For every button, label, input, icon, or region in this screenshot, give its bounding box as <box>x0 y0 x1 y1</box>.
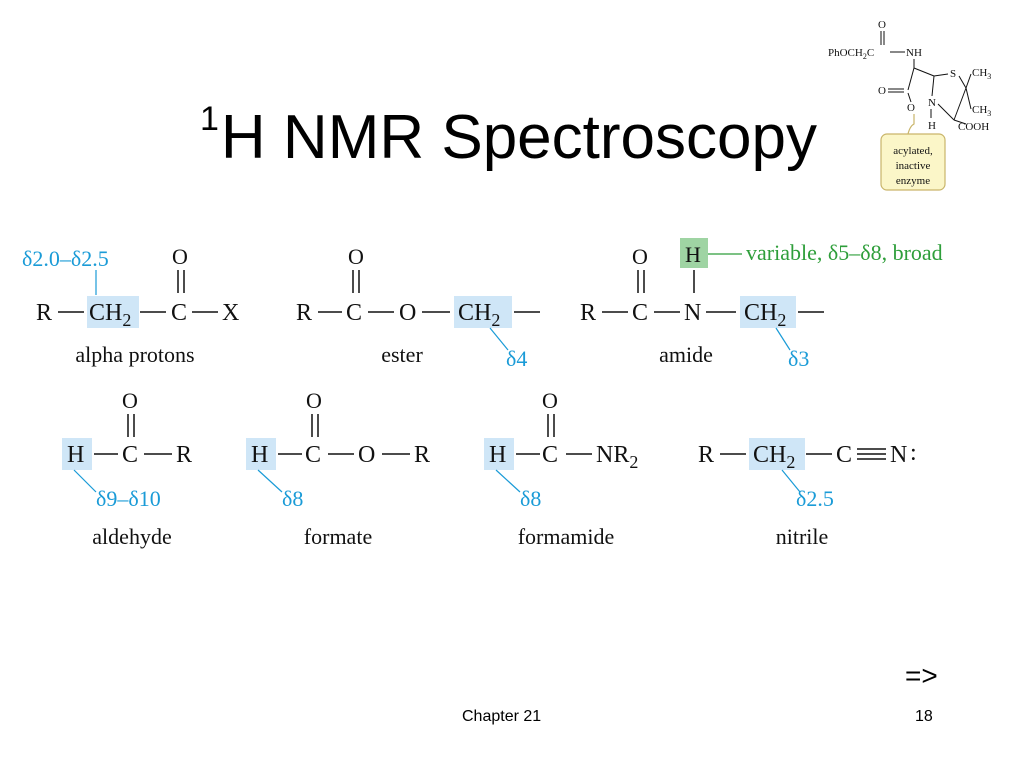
formate-o-top: O <box>306 388 322 413</box>
ester-label: ester <box>381 342 423 367</box>
inset-ch3-bottom: CH3 <box>972 104 991 118</box>
slide-title: 1H NMR Spectroscopy <box>200 100 817 173</box>
inset-nh: NH <box>906 47 922 59</box>
alpha-shift: δ2.0–δ2.5 <box>22 246 109 271</box>
nitrile-highlight <box>749 438 805 470</box>
formamide-nr2: NR2 <box>596 442 638 472</box>
footer-chapter: Chapter 21 <box>462 708 542 725</box>
aldehyde-o-top: O <box>122 388 138 413</box>
amide-ch2: CH2 <box>744 300 786 330</box>
callout-box <box>880 133 946 191</box>
nitrile-lone-pair: : <box>910 440 917 466</box>
ester-pointer <box>489 327 509 351</box>
inset-n: N <box>928 97 936 109</box>
amide-o-top: O <box>632 244 648 269</box>
alpha-ch2: CH2 <box>89 300 131 330</box>
ester-r: R <box>296 300 312 326</box>
inset-phoch2: PhOCH2C <box>828 47 874 61</box>
alpha-highlight <box>87 296 139 328</box>
footer-page-number: 18 <box>915 708 933 725</box>
amide-r: R <box>580 300 596 326</box>
formate-c: C <box>305 442 321 468</box>
formamide-o-top: O <box>542 388 558 413</box>
formamide-label: formamide <box>518 524 615 549</box>
ester-o: O <box>399 300 416 326</box>
formate-highlight <box>246 438 276 470</box>
ester-ch2: CH2 <box>458 300 500 330</box>
amide-note: variable, δ5–δ8, broad <box>746 240 943 265</box>
alpha-c: C <box>171 300 187 326</box>
formamide-pointer <box>495 469 521 493</box>
callout-line-1: acylated, <box>893 145 933 157</box>
inset-o-top: O <box>878 19 886 31</box>
callout-pointer <box>907 114 915 135</box>
title-text: H NMR Spectroscopy <box>220 103 817 172</box>
formate-r: R <box>414 442 430 468</box>
aldehyde-highlight <box>62 438 92 470</box>
aldehyde-label: aldehyde <box>92 524 171 549</box>
inset-s: S <box>950 68 956 80</box>
aldehyde-c: C <box>122 442 138 468</box>
amide-shift: δ3 <box>788 346 809 371</box>
aldehyde-r: R <box>176 442 192 468</box>
nitrile-c: C <box>836 442 852 468</box>
amide-h-highlight <box>680 238 708 268</box>
alpha-label: alpha protons <box>75 342 194 367</box>
amide-h: H <box>685 242 701 267</box>
formate-shift: δ8 <box>282 486 303 511</box>
nitrile-label: nitrile <box>776 524 829 549</box>
title-superscript: 1 <box>200 100 219 138</box>
inset-bonds <box>880 31 972 125</box>
ester-highlight <box>454 296 512 328</box>
amide-label: amide <box>659 342 713 367</box>
alpha-r: R <box>36 300 52 326</box>
inset-ch3-top: CH3 <box>972 67 991 81</box>
ester-c: C <box>346 300 362 326</box>
aldehyde-pointer <box>73 469 97 493</box>
callout-line-3: enzyme <box>896 175 930 187</box>
nitrile-ch2: CH2 <box>753 442 795 472</box>
nitrile-n: N <box>890 442 907 468</box>
alpha-o: O <box>172 244 188 269</box>
formamide-h: H <box>489 442 506 468</box>
formamide-highlight <box>484 438 514 470</box>
aldehyde-h: H <box>67 442 84 468</box>
ester-o-top: O <box>348 244 364 269</box>
alpha-x: X <box>222 300 239 326</box>
ester-shift: δ4 <box>506 346 527 371</box>
formate-o: O <box>358 442 375 468</box>
formate-h: H <box>251 442 268 468</box>
next-slide-link[interactable]: => <box>905 660 938 691</box>
amide-n: N <box>684 300 701 326</box>
nitrile-r: R <box>698 442 714 468</box>
formate-pointer <box>257 469 283 493</box>
amide-pointer <box>775 327 791 351</box>
nitrile-shift: δ2.5 <box>796 486 834 511</box>
amide-ch2-highlight <box>740 296 796 328</box>
callout-line-2: inactive <box>896 160 931 172</box>
inset-h: H <box>928 120 936 132</box>
inset-o-left: O <box>878 85 886 97</box>
nmr-shift-diagram: δ2.0–δ2.5 O R CH2 C X alpha protons O R … <box>22 238 943 549</box>
formamide-shift: δ8 <box>520 486 541 511</box>
amide-c: C <box>632 300 648 326</box>
formamide-c: C <box>542 442 558 468</box>
penicillin-inset: O PhOCH2C NH S CH3 O O N H CH3 COOH <box>826 14 1000 200</box>
formate-label: formate <box>304 524 372 549</box>
aldehyde-shift: δ9–δ10 <box>96 486 161 511</box>
inset-o-ring: O <box>907 102 915 114</box>
nitrile-pointer <box>781 469 801 493</box>
